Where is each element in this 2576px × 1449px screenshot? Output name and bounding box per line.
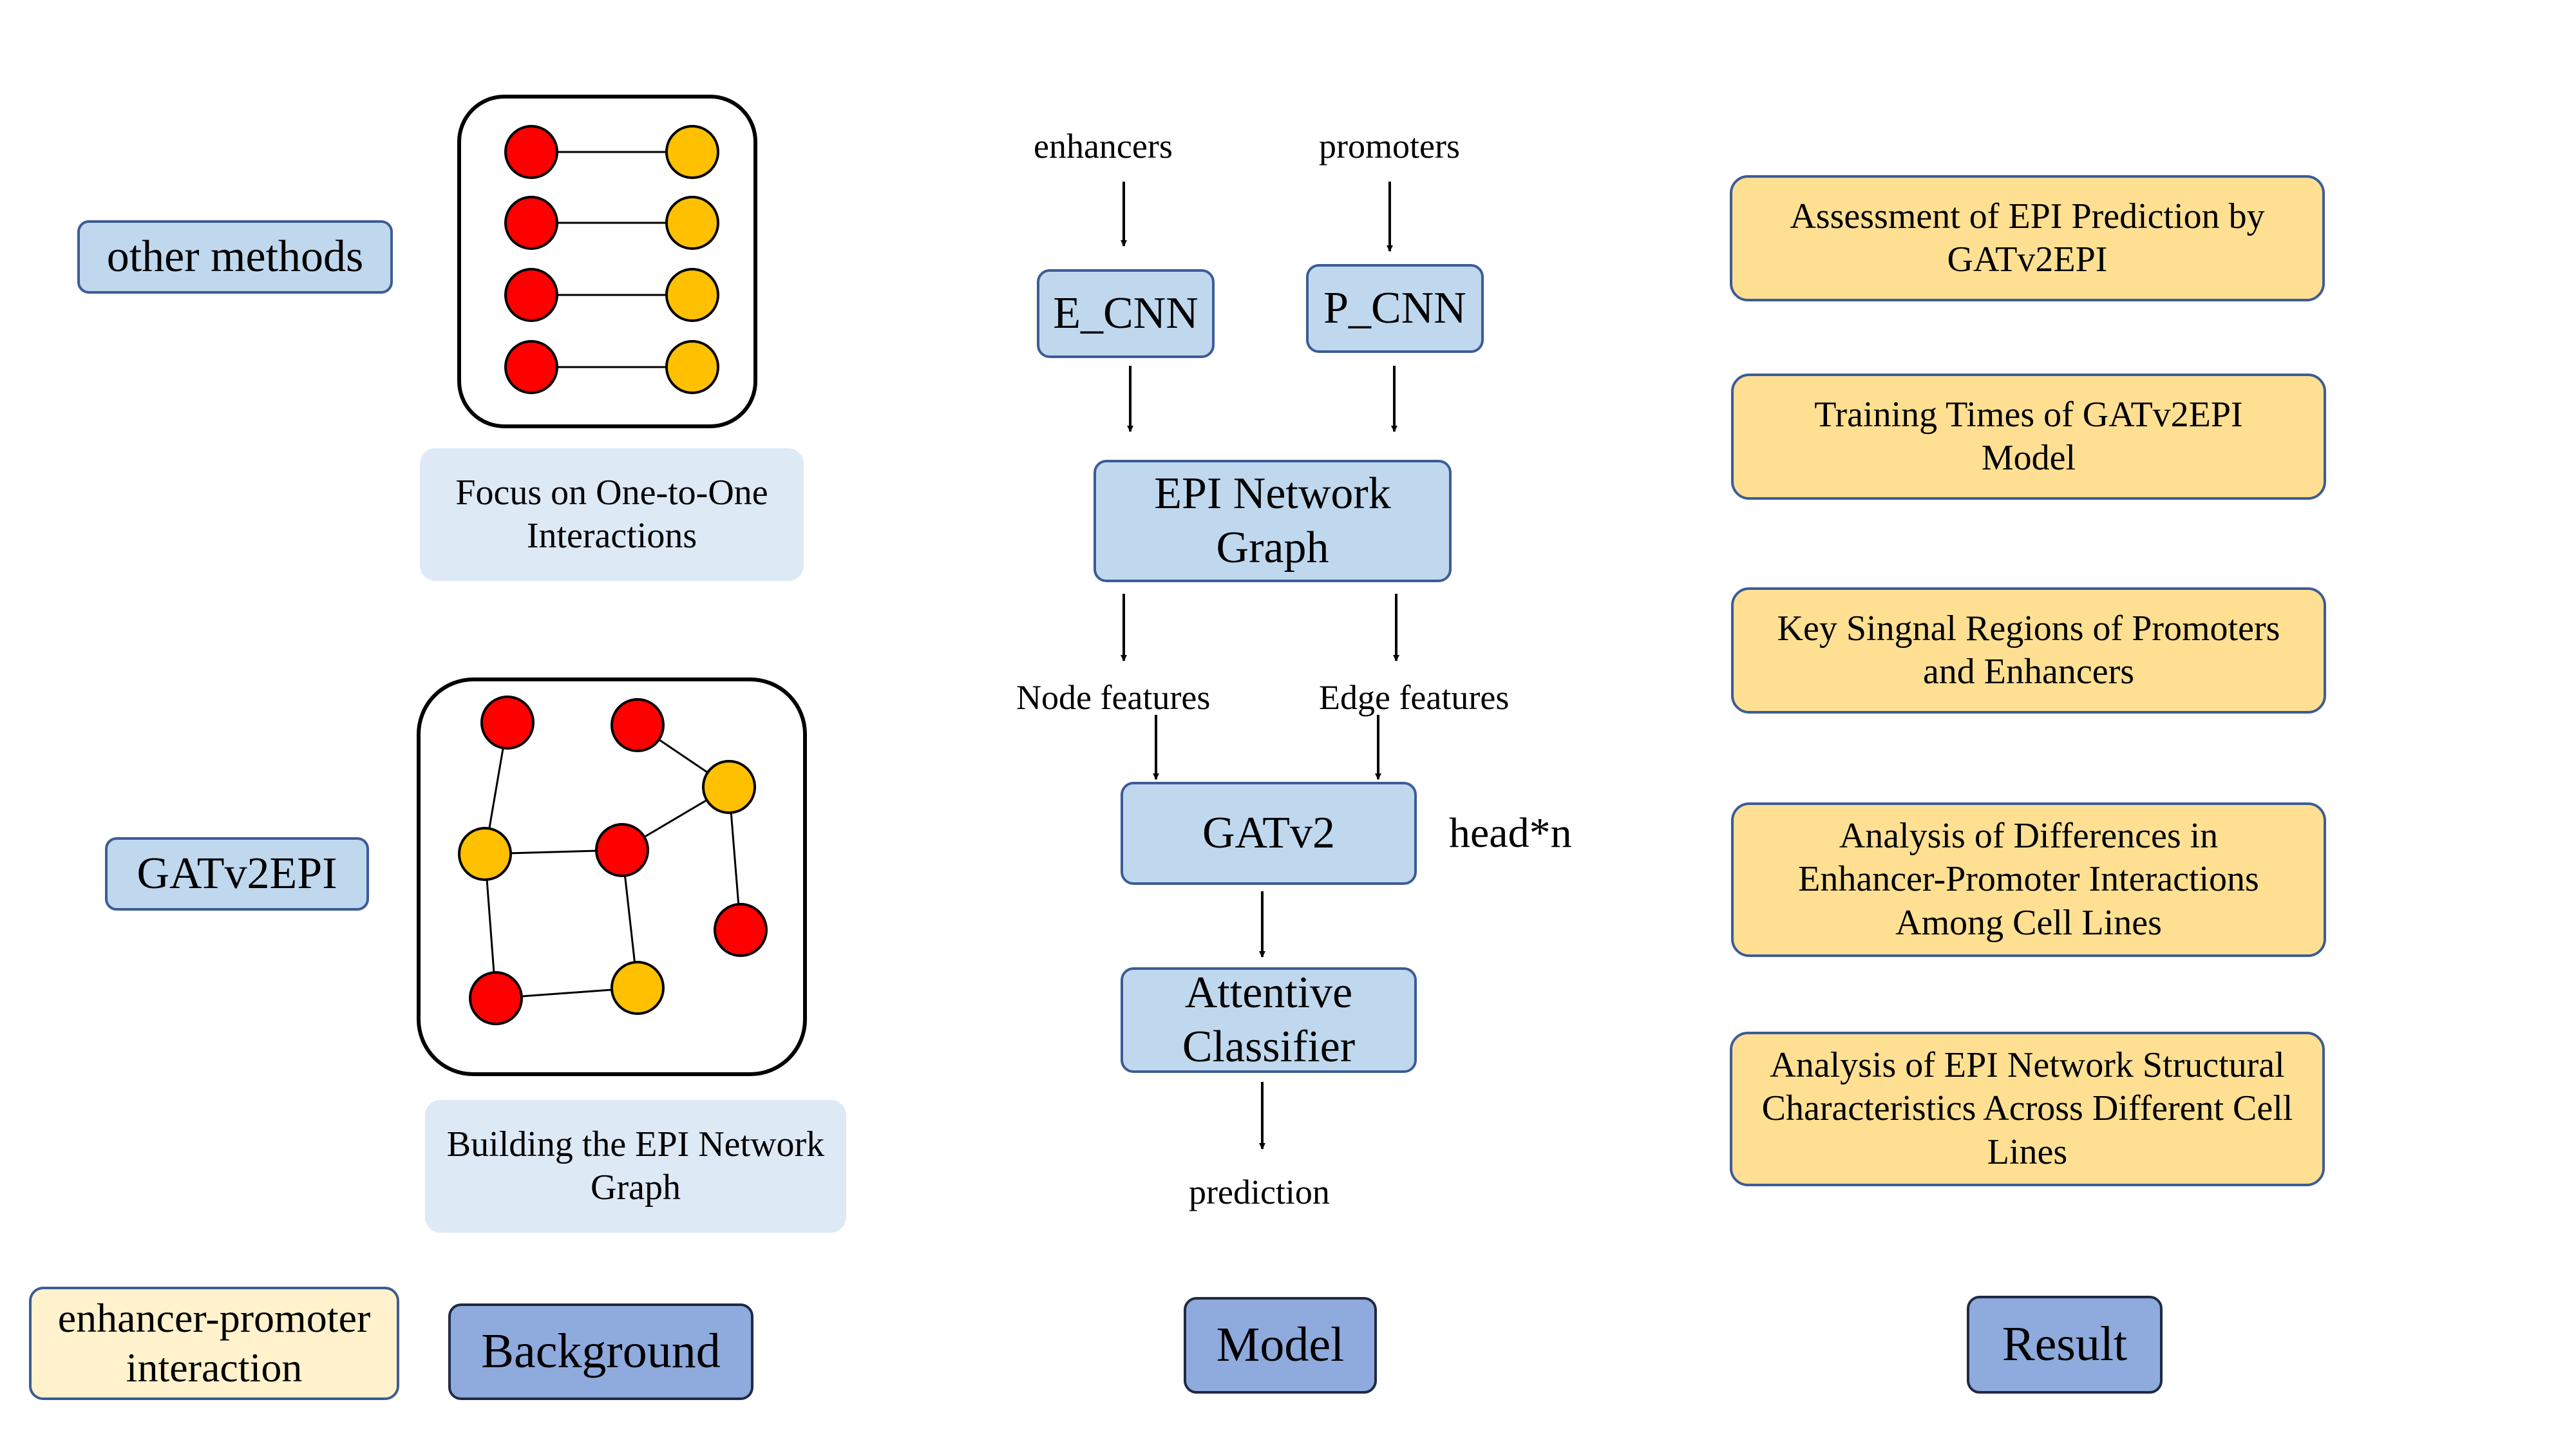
promoter-node bbox=[611, 961, 665, 1015]
enhancer-promoter-legend: enhancer-promoter interaction bbox=[29, 1287, 399, 1400]
enhancer-node bbox=[611, 698, 665, 752]
promoter-node bbox=[458, 827, 512, 881]
enhancer-node bbox=[469, 971, 523, 1025]
flow-arrows bbox=[1121, 182, 1399, 1150]
enhancer-node bbox=[504, 268, 558, 322]
attentive-classifier-block: Attentive Classifier bbox=[1121, 967, 1417, 1073]
promoter-node bbox=[665, 340, 719, 394]
promoter-node bbox=[665, 196, 719, 250]
result-section-label: Result bbox=[1967, 1296, 2163, 1394]
epi-network-graph-block: EPI Network Graph bbox=[1094, 460, 1452, 582]
promoter-node bbox=[665, 268, 719, 322]
other-methods-label: other methods bbox=[77, 220, 393, 294]
enhancer-node bbox=[504, 196, 558, 250]
background-section-label: Background bbox=[448, 1303, 753, 1400]
p-cnn-block: P_CNN bbox=[1306, 264, 1484, 353]
focus-one-to-one-text: Focus on One-to-One Interactions bbox=[420, 448, 804, 581]
result-item: Key Singnal Regions of Promoters and Enh… bbox=[1731, 587, 2326, 714]
promoter-node bbox=[702, 760, 756, 814]
gatv2-block: GATv2 bbox=[1121, 782, 1417, 885]
model-section-label: Model bbox=[1184, 1297, 1377, 1394]
e-cnn-block: E_CNN bbox=[1037, 269, 1215, 358]
enhancer-node bbox=[480, 696, 535, 750]
edge-features-label: Edge features bbox=[1319, 678, 1510, 717]
enhancers-input-label: enhancers bbox=[1034, 127, 1173, 166]
one-to-one-graph bbox=[457, 95, 757, 428]
building-graph-text: Building the EPI Network Graph bbox=[425, 1100, 846, 1233]
gatv2epi-label: GATv2EPI bbox=[105, 837, 369, 911]
result-item: Assessment of EPI Prediction by GATv2EPI bbox=[1730, 175, 2325, 301]
prediction-output-label: prediction bbox=[1189, 1173, 1330, 1211]
result-item: Training Times of GATv2EPI Model bbox=[1731, 374, 2326, 500]
promoters-input-label: promoters bbox=[1319, 127, 1460, 166]
promoter-node bbox=[665, 125, 719, 179]
head-n-label: head*n bbox=[1449, 810, 1572, 857]
enhancer-node bbox=[504, 125, 558, 179]
enhancer-node bbox=[595, 823, 649, 877]
result-item: Analysis of EPI Network Structural Chara… bbox=[1730, 1032, 2325, 1186]
node-features-label: Node features bbox=[1016, 678, 1211, 717]
enhancer-node bbox=[504, 340, 558, 394]
enhancer-node bbox=[714, 903, 768, 957]
result-item: Analysis of Differences in Enhancer-Prom… bbox=[1731, 802, 2326, 957]
epi-network-graph bbox=[417, 677, 807, 1076]
